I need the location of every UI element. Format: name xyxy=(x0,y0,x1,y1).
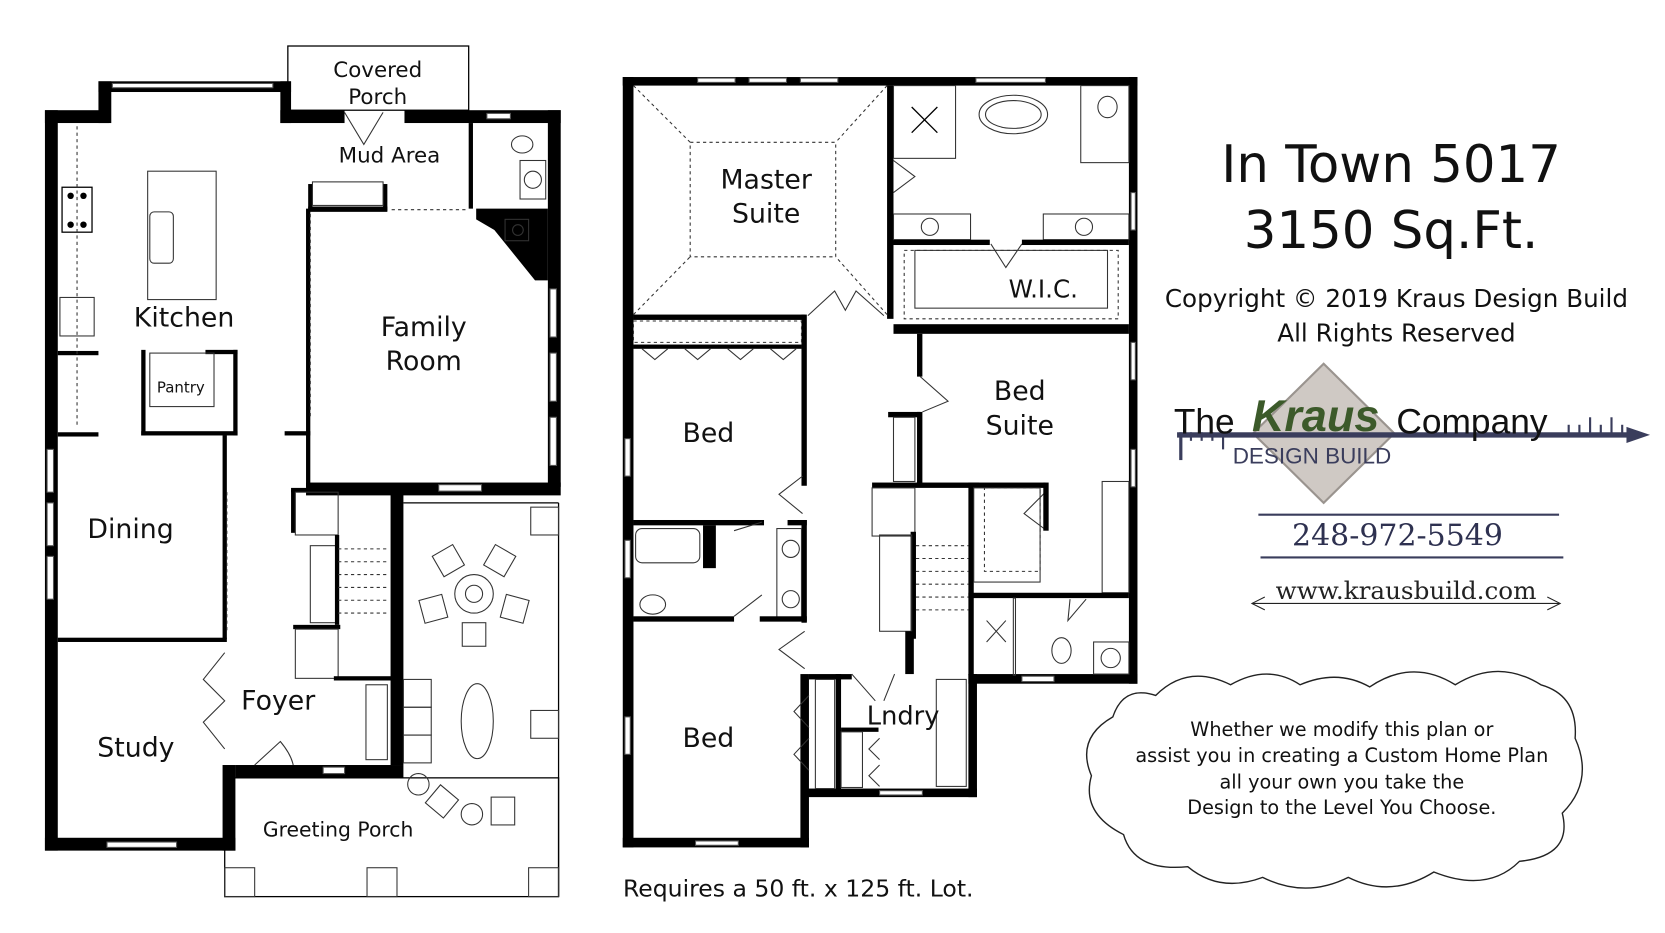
logo-kraus: Kraus xyxy=(1252,390,1379,441)
square-footage: 3150 Sq.Ft. xyxy=(1244,201,1539,261)
covered-porch-outline xyxy=(287,45,470,111)
rights-text: All Rights Reserved xyxy=(1277,318,1515,347)
copyright-text: Copyright © 2019 Kraus Design Build xyxy=(1165,284,1628,313)
callout-line-3: all your own you take the xyxy=(1219,771,1464,794)
callout-line-2: assist you in creating a Custom Home Pla… xyxy=(1135,744,1548,767)
second-floor-labels: Master Suite W.I.C. Bed Bed Suite Bed Ln… xyxy=(682,164,1078,754)
label-mud-area: Mud Area xyxy=(339,144,441,169)
label-study: Study xyxy=(97,732,174,763)
logo-design-build: DESIGN BUILD xyxy=(1233,443,1392,468)
label-greeting-porch: Greeting Porch xyxy=(263,818,414,842)
label-bed-upper: Bed xyxy=(682,418,734,449)
second-floor-plan xyxy=(622,77,1138,848)
label-bed-lower: Bed xyxy=(682,723,734,754)
logo-arrow-icon xyxy=(1626,426,1651,443)
contact-block: 248-972-5549 www.krausbuild.com xyxy=(1250,513,1564,611)
kraus-company-logo: The Kraus Company DESIGN BUILD xyxy=(1174,362,1651,505)
website-link[interactable]: www.krausbuild.com xyxy=(1276,576,1537,605)
first-floor-labels: Covered Porch Mud Area Kitchen Pantry Fa… xyxy=(87,58,467,842)
plan-name: In Town 5017 xyxy=(1221,135,1561,195)
label-pantry: Pantry xyxy=(157,379,205,397)
label-dining: Dining xyxy=(87,514,173,545)
callout-cloud: Whether we modify this plan or assist yo… xyxy=(1086,670,1584,889)
label-covered-porch-line2: Porch xyxy=(348,85,407,110)
first-floor-plan xyxy=(44,45,561,898)
label-bed-suite-line1: Bed xyxy=(994,376,1046,407)
label-foyer: Foyer xyxy=(241,685,315,716)
website-double-arrow-icon xyxy=(1250,596,1562,611)
label-laundry: Lndry xyxy=(867,701,940,731)
label-covered-porch-line1: Covered xyxy=(333,58,422,83)
label-wic: W.I.C. xyxy=(1009,274,1078,303)
lot-requirement: Requires a 50 ft. x 125 ft. Lot. xyxy=(623,875,974,903)
label-bed-suite-line2: Suite xyxy=(986,410,1054,441)
phone-number: 248-972-5549 xyxy=(1292,519,1503,554)
logo-the: The xyxy=(1174,402,1235,441)
logo-company: Company xyxy=(1396,402,1547,441)
callout-line-4: Design to the Level You Choose. xyxy=(1187,796,1496,819)
callout-line-1: Whether we modify this plan or xyxy=(1190,718,1493,741)
logo-underline xyxy=(1177,432,1632,438)
logo-ruler-ticks-icon xyxy=(1179,417,1624,461)
label-master-line1: Master xyxy=(720,164,811,195)
label-kitchen: Kitchen xyxy=(134,302,235,333)
label-family-line2: Room xyxy=(386,346,462,377)
label-master-line2: Suite xyxy=(732,199,800,230)
title-block: In Town 5017 3150 Sq.Ft. Copyright © 201… xyxy=(1165,135,1628,347)
label-family-line1: Family xyxy=(381,312,467,343)
